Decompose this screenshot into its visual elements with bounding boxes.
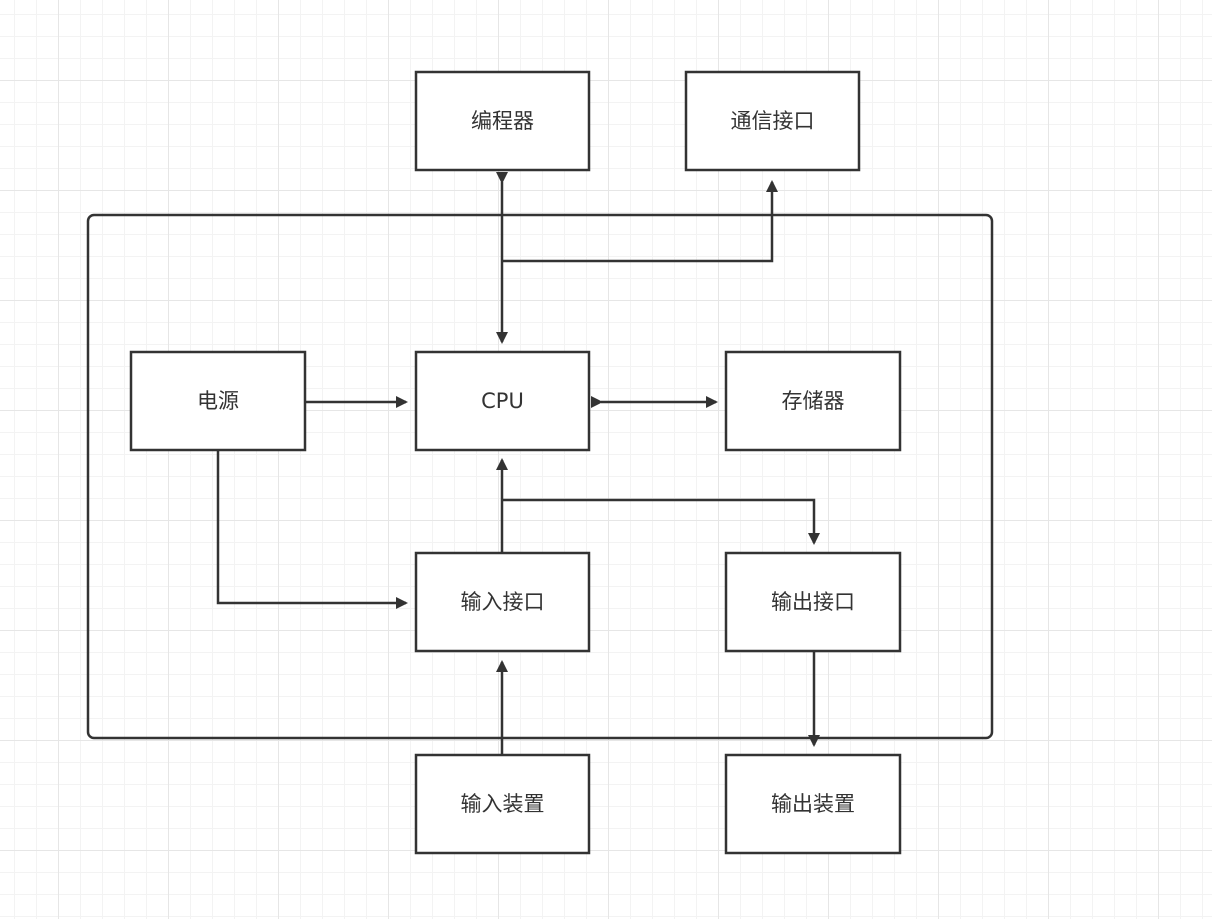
node-comm-interface-label: 通信接口 xyxy=(731,109,815,133)
node-cpu[interactable]: CPU xyxy=(414,350,591,452)
node-cpu-box[interactable] xyxy=(414,350,591,452)
node-programmer-box[interactable] xyxy=(414,70,591,172)
node-input-device[interactable]: 输入装置 xyxy=(414,753,591,855)
bus-to-comm-interface-connector xyxy=(502,180,778,263)
node-memory-box[interactable] xyxy=(724,350,902,452)
node-programmer[interactable]: 编程器 xyxy=(414,70,591,172)
node-input-device-label: 输入装置 xyxy=(461,792,545,816)
node-memory[interactable]: 存储器 xyxy=(724,350,902,452)
node-input-device-box[interactable] xyxy=(414,753,591,855)
node-output-device[interactable]: 输出装置 xyxy=(724,753,902,855)
node-output-interface-box[interactable] xyxy=(724,551,902,653)
node-output-device-label: 输出装置 xyxy=(771,792,855,816)
node-output-interface-label: 输出接口 xyxy=(771,590,855,614)
node-programmer-label: 编程器 xyxy=(471,109,534,133)
node-power-box[interactable] xyxy=(129,350,307,452)
node-output-interface[interactable]: 输出接口 xyxy=(724,551,902,653)
node-cpu-label: CPU xyxy=(481,389,524,413)
node-comm-interface-box[interactable] xyxy=(684,70,861,172)
node-power-label: 电源 xyxy=(197,389,239,413)
bus-to-output-interface-connector xyxy=(502,498,820,545)
node-power[interactable]: 电源 xyxy=(129,350,307,452)
node-input-interface-box[interactable] xyxy=(414,551,591,653)
node-output-device-box[interactable] xyxy=(724,753,902,855)
node-input-interface-label: 输入接口 xyxy=(461,590,545,614)
node-input-interface[interactable]: 输入接口 xyxy=(414,551,591,653)
controller-container[interactable] xyxy=(86,213,994,740)
node-comm-interface[interactable]: 通信接口 xyxy=(684,70,861,172)
node-memory-label: 存储器 xyxy=(782,389,845,413)
power-to-input-interface-connector xyxy=(216,450,408,609)
connectors xyxy=(216,172,820,755)
